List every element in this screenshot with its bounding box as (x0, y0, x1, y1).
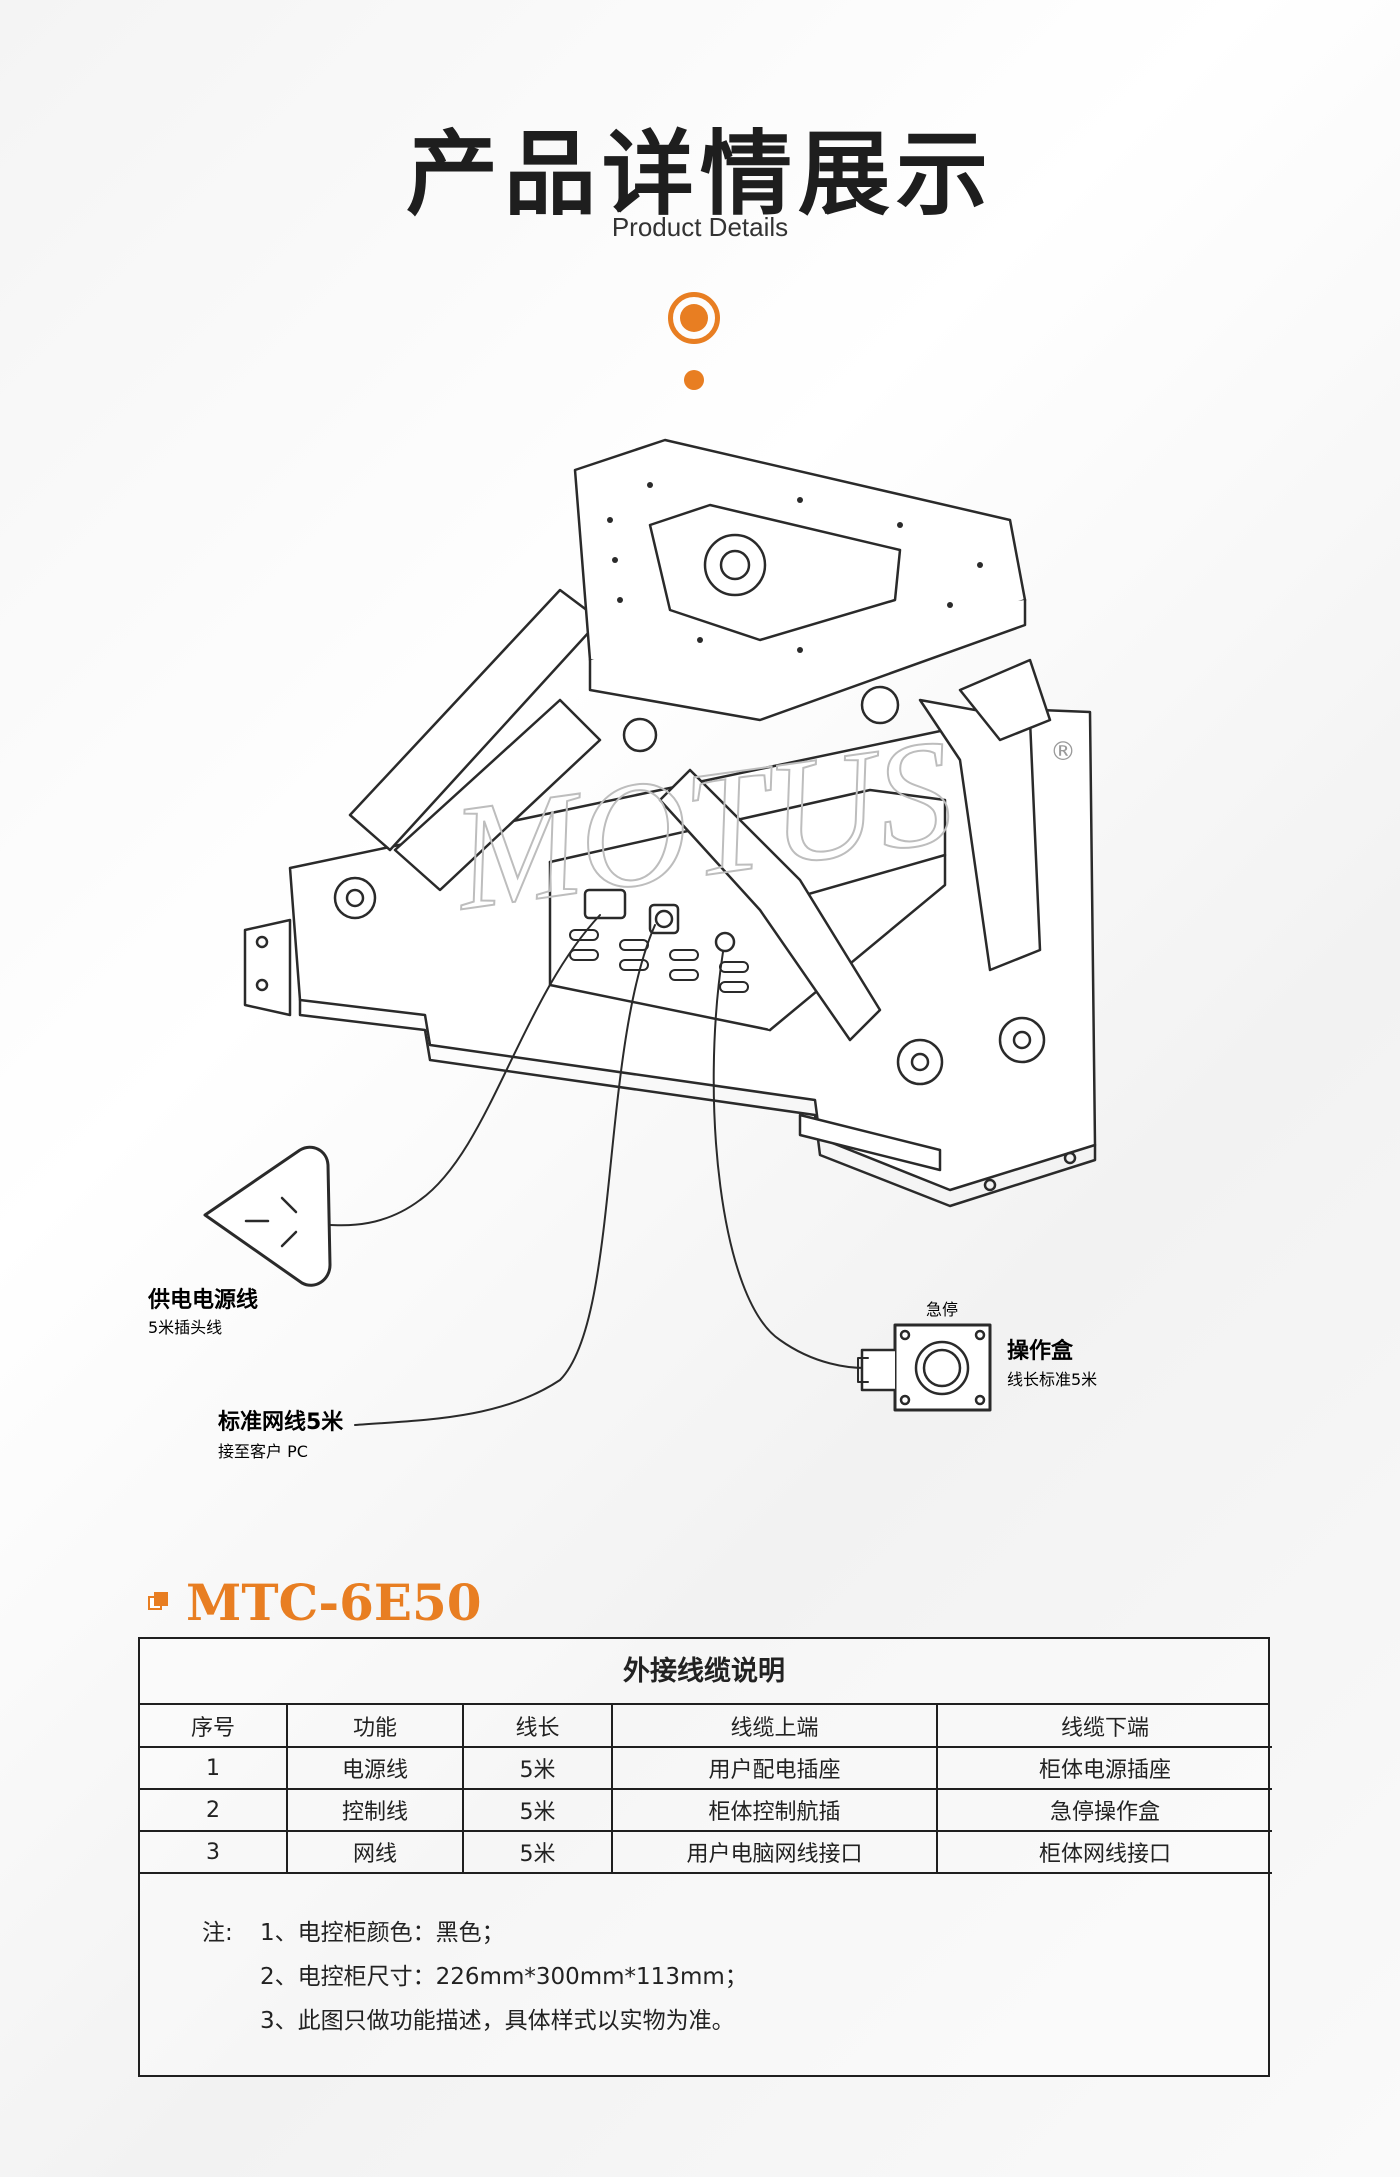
table-cell: 5米 (463, 1831, 613, 1874)
note-item: 2、电控柜尺寸：226mm*300mm*113mm； (260, 1964, 748, 1990)
operation-box (893, 1323, 992, 1412)
page-subtitle: Product Details (611, 212, 789, 242)
product-diagram: MOTUS ® 供电电源线 5米插头线 标准网线5米 接至客户 PC 急停 操作… (147, 438, 1097, 1461)
cable-table: 序号 功能 线长 线缆上端 线缆下端 1 电源线 5米 用户配电插座 柜体电源插… (140, 1705, 1272, 1874)
header-cell: 线缆下端 (937, 1705, 1272, 1748)
table-cell: 网线 (287, 1831, 464, 1874)
table-cell: 控制线 (287, 1789, 464, 1832)
table-cell: 用户电脑网线接口 (612, 1831, 938, 1874)
notes-prefix: 注: (202, 1920, 233, 1946)
operation-box-label: 操作盒 (1007, 1338, 1074, 1364)
table-row: 2 控制线 5米 柜体控制航插 急停操作盒 (140, 1789, 1272, 1832)
note-item: 3、此图只做功能描述，具体样式以实物为准。 (260, 2008, 735, 2034)
network-cable-label: 标准网线5米 (218, 1409, 344, 1435)
table-cell: 用户配电插座 (612, 1747, 938, 1790)
table-cell: 柜体电源插座 (937, 1747, 1272, 1790)
table-cell: 柜体网线接口 (937, 1831, 1272, 1874)
notes: 注: 1、电控柜颜色：黑色； 2、电控柜尺寸：226mm*300mm*113mm… (202, 1911, 748, 2043)
table-cell: 电源线 (287, 1747, 464, 1790)
table-cell: 3 (140, 1831, 288, 1874)
model-heading: MTC-6E50 (148, 1572, 482, 1632)
watermark-registered-mark: ® (1050, 737, 1076, 767)
table-cell: 1 (140, 1747, 288, 1790)
power-cable (329, 914, 601, 1227)
header-cell: 线缆上端 (612, 1705, 938, 1748)
decorative-dot-icon (684, 370, 704, 390)
network-cable (354, 924, 656, 1426)
header-cell: 序号 (140, 1705, 288, 1748)
table-row: 3 网线 5米 用户电脑网线接口 柜体网线接口 (140, 1831, 1272, 1874)
model-name: MTC-6E50 (186, 1572, 482, 1632)
header-cell: 功能 (287, 1705, 464, 1748)
cable-spec-table: 外接线缆说明 序号 功能 线长 线缆上端 线缆下端 1 电源线 5米 用户配电插… (138, 1637, 1272, 2077)
table-row: 1 电源线 5米 用户配电插座 柜体电源插座 (140, 1747, 1272, 1790)
network-cable-sublabel: 接至客户 PC (218, 1442, 308, 1461)
power-cable-sublabel: 5米插头线 (148, 1318, 222, 1337)
decorative-ring-icon (668, 292, 720, 344)
note-item: 1、电控柜颜色：黑色； (260, 1920, 505, 1946)
table-cell: 5米 (463, 1789, 613, 1832)
control-cable (712, 951, 866, 1369)
table-cell: 5米 (463, 1747, 613, 1790)
table-header-row: 序号 功能 线长 线缆上端 线缆下端 (140, 1705, 1272, 1748)
table-cell: 急停操作盒 (937, 1789, 1272, 1832)
table-cell: 柜体控制航插 (612, 1789, 938, 1832)
power-plug-icon (203, 1145, 332, 1287)
page-title: 产品详情展示 (405, 121, 994, 228)
header-cell: 线长 (463, 1705, 613, 1748)
table-cell: 2 (140, 1789, 288, 1832)
power-cable-label: 供电电源线 (147, 1287, 258, 1313)
emergency-stop-label: 急停 (926, 1300, 958, 1319)
operation-box-sublabel: 线长标准5米 (1007, 1370, 1097, 1389)
table-title: 外接线缆说明 (140, 1639, 1268, 1705)
layers-icon (148, 1592, 168, 1612)
